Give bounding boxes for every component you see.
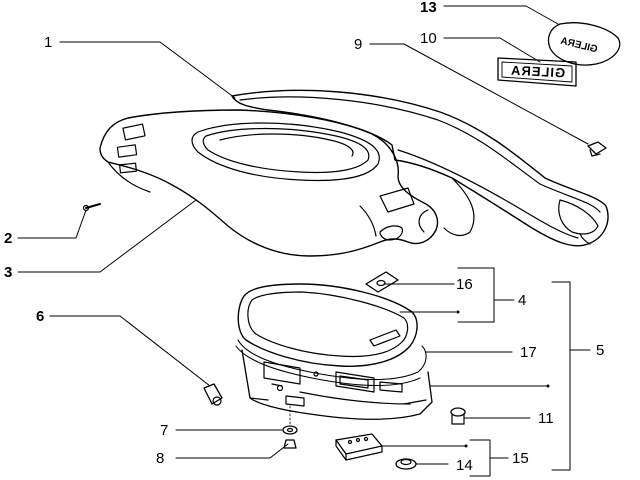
leader-lines bbox=[17, 5, 591, 477]
callout-15: 15 bbox=[512, 450, 529, 467]
gilera-badge-13 bbox=[547, 22, 621, 66]
callout-13: 13 bbox=[420, 0, 437, 16]
leader-dots bbox=[456, 310, 550, 448]
callout-7: 7 bbox=[160, 422, 169, 439]
callout-8: 8 bbox=[156, 450, 165, 467]
connector-15 bbox=[335, 433, 383, 461]
callout-9: 9 bbox=[354, 36, 363, 53]
callout-1: 1 bbox=[44, 34, 53, 51]
callout-11: 11 bbox=[538, 410, 554, 427]
callout-5: 5 bbox=[596, 342, 605, 359]
washer-7 bbox=[282, 425, 298, 435]
instrument-cluster bbox=[235, 283, 433, 420]
callout-3: 3 bbox=[4, 264, 13, 281]
gilera-decal-text: GILERA bbox=[509, 62, 566, 81]
front-handlebar-cover bbox=[99, 109, 439, 257]
bracket-16 bbox=[365, 271, 399, 293]
bulb-6 bbox=[203, 383, 223, 406]
callout-17: 17 bbox=[520, 344, 537, 361]
bolt-11 bbox=[450, 407, 466, 425]
callout-2: 2 bbox=[4, 230, 13, 247]
grommet-14 bbox=[395, 458, 417, 470]
callout-16: 16 bbox=[456, 276, 473, 293]
callout-10: 10 bbox=[420, 30, 437, 47]
callout-6: 6 bbox=[36, 308, 45, 325]
gilera-decal-10 bbox=[497, 57, 577, 87]
callout-14: 14 bbox=[456, 457, 473, 474]
plug-9 bbox=[587, 141, 607, 157]
callout-4: 4 bbox=[518, 292, 527, 309]
screw-8 bbox=[283, 405, 297, 449]
